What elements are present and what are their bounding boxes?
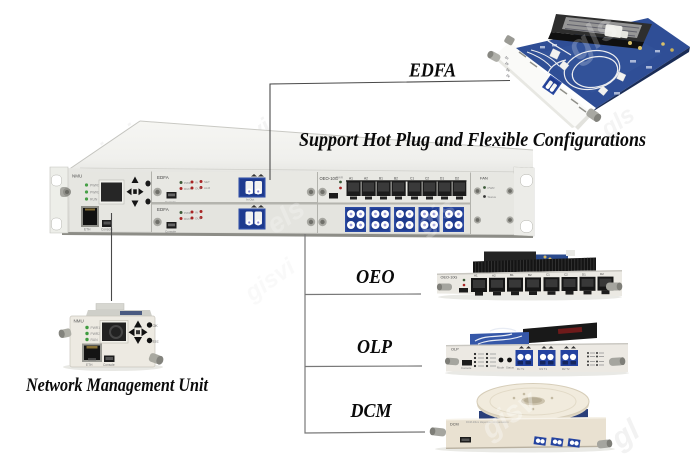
svg-text:PWR: PWR <box>184 211 192 215</box>
svg-text:PWR1: PWR1 <box>90 184 100 188</box>
svg-text:OLP: OLP <box>357 336 393 358</box>
svg-text:Network Management Unit: Network Management Unit <box>25 375 208 396</box>
svg-text:A1: A1 <box>474 274 478 278</box>
svg-text:RUN: RUN <box>184 217 191 221</box>
svg-text:NMU: NMU <box>72 174 82 179</box>
svg-text:2e: 2e <box>504 55 509 60</box>
svg-text:C2: C2 <box>564 273 568 277</box>
svg-text:2e: 2e <box>504 61 509 66</box>
svg-text:D2: D2 <box>455 177 459 181</box>
svg-text:DCM: DCM <box>450 423 459 427</box>
svg-text:FAN: FAN <box>480 176 488 181</box>
svg-text:Status: Status <box>488 195 497 199</box>
svg-text:C2: C2 <box>425 177 429 181</box>
svg-text:PWR2: PWR2 <box>91 332 101 336</box>
svg-text:PWR2: PWR2 <box>90 191 100 195</box>
svg-text:EDFA: EDFA <box>157 207 169 212</box>
svg-text:PWR1: PWR1 <box>91 326 101 330</box>
svg-text:ETH: ETH <box>86 363 93 367</box>
svg-text:Esc: Esc <box>153 340 159 344</box>
svg-text:A1: A1 <box>349 177 353 181</box>
svg-text:IN: IN <box>195 181 198 185</box>
svg-text:A2: A2 <box>364 177 368 181</box>
svg-text:OEO-10G: OEO-10G <box>441 276 458 280</box>
svg-text:ALM: ALM <box>204 186 211 190</box>
svg-text:R2 T2: R2 T2 <box>562 367 570 371</box>
svg-text:2e: 2e <box>505 73 510 78</box>
svg-text:Rx Tx: Rx Tx <box>517 367 525 371</box>
svg-text:Support Hot Plug and Flexible: Support Hot Plug and Flexible Configurat… <box>299 129 646 151</box>
svg-text:NMU: NMU <box>74 319 84 324</box>
svg-text:D2: D2 <box>600 272 604 276</box>
svg-text:RUN: RUN <box>91 338 99 342</box>
svg-text:2e: 2e <box>505 67 510 72</box>
svg-text:DCM-20km dispersion compensati: DCM-20km dispersion compensation <box>466 420 509 424</box>
svg-text:RUN: RUN <box>184 187 191 191</box>
svg-text:B1: B1 <box>510 273 514 277</box>
svg-text:Console: Console <box>165 230 176 234</box>
svg-text:OLP: OLP <box>451 348 459 352</box>
svg-text:OEO-10G: OEO-10G <box>320 176 339 181</box>
svg-text:R1 T1: R1 T1 <box>540 367 548 371</box>
svg-text:D1: D1 <box>440 177 444 181</box>
svg-text:Console: Console <box>101 228 113 232</box>
svg-text:B2: B2 <box>394 177 398 181</box>
svg-text:SET: SET <box>204 180 210 184</box>
svg-text:ETH: ETH <box>84 228 91 232</box>
svg-text:EDFA: EDFA <box>157 175 169 180</box>
svg-text:PWR: PWR <box>488 186 496 190</box>
svg-text:PWR: PWR <box>336 176 344 180</box>
svg-text:OUT: OUT <box>195 217 202 221</box>
svg-text:IN: IN <box>195 211 198 215</box>
svg-text:OK: OK <box>153 324 159 328</box>
svg-text:RUN: RUN <box>90 198 98 202</box>
svg-text:OEO: OEO <box>356 266 395 288</box>
svg-text:D1: D1 <box>582 272 586 276</box>
svg-text:EDFA: EDFA <box>408 60 456 82</box>
svg-text:PWR: PWR <box>184 181 192 185</box>
svg-text:Console: Console <box>461 366 472 370</box>
svg-text:Mode: Mode <box>497 366 504 370</box>
svg-text:Status: Status <box>506 366 515 370</box>
svg-text:gisvi: gisvi <box>239 253 301 308</box>
svg-text:B2: B2 <box>528 273 532 277</box>
svg-text:OUT: OUT <box>195 187 202 191</box>
svg-text:C1: C1 <box>546 273 550 277</box>
svg-text:A2: A2 <box>492 273 496 277</box>
svg-text:Console: Console <box>103 363 115 367</box>
svg-text:DCM: DCM <box>350 400 393 422</box>
svg-text:C1: C1 <box>410 177 414 181</box>
svg-text:B1: B1 <box>379 177 383 181</box>
svg-text:In Out: In Out <box>246 198 254 202</box>
